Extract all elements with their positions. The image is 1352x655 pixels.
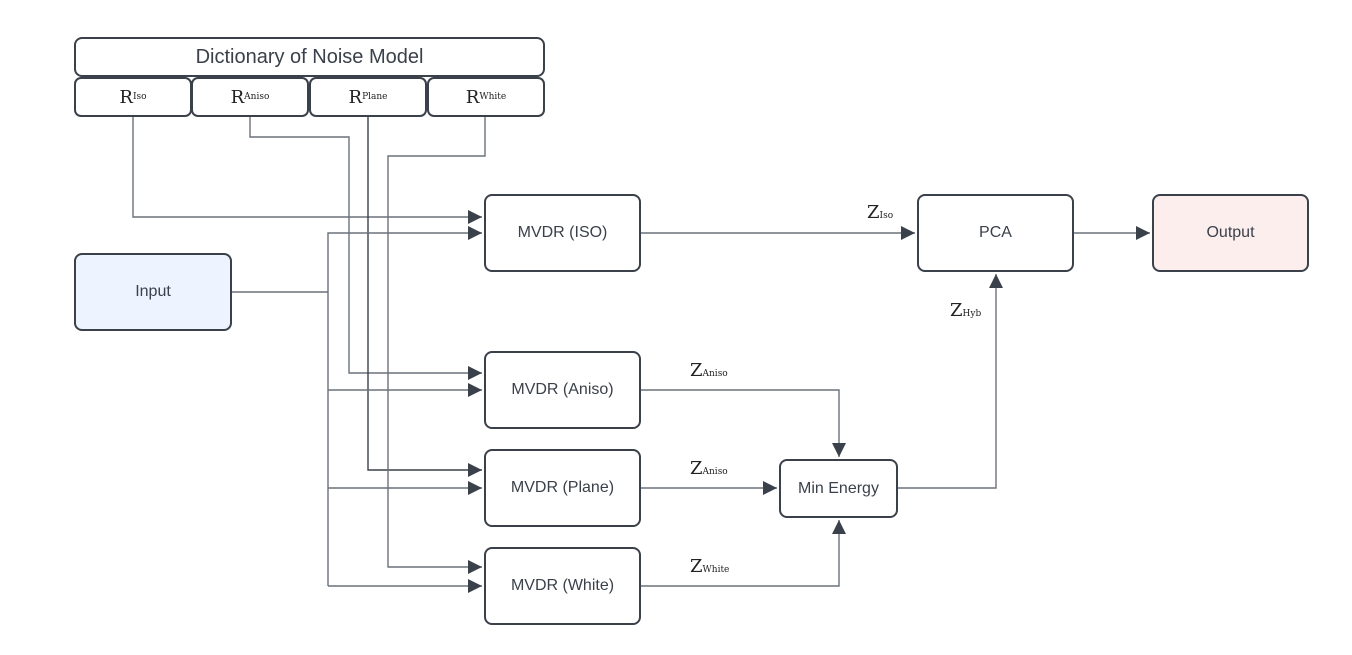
output-label: Output (1206, 224, 1255, 241)
z-main: Z (690, 556, 703, 577)
edge-input-to-mvdr-iso (327, 226, 482, 586)
z-sub: Aniso (702, 369, 728, 379)
pca-node: PCA (917, 194, 1074, 272)
z-main: Z (867, 202, 880, 223)
edge-riso-to-mvdr-iso (132, 117, 482, 224)
min-energy-label: Min Energy (798, 479, 879, 497)
edge-mvdr-aniso-to-min-energy (641, 389, 846, 457)
mvdr-iso-node: MVDR (ISO) (484, 194, 641, 272)
edge-label-z-aniso: ZAniso (690, 360, 728, 381)
output-node: Output (1152, 194, 1309, 272)
min-energy-node: Min Energy (779, 459, 898, 518)
z-sub: Iso (879, 211, 894, 221)
z-sub: Aniso (702, 467, 728, 477)
mvdr-plane-node: MVDR (Plane) (484, 449, 641, 527)
mvdr-plane-label: MVDR (Plane) (510, 479, 615, 496)
z-main: Z (690, 458, 703, 479)
r-sub: Iso (132, 92, 147, 102)
edge-label-z-white: ZWhite (690, 556, 729, 577)
edge-min-energy-to-pca (898, 274, 1003, 489)
r-main: R (119, 86, 133, 108)
z-main: Z (690, 360, 703, 381)
mvdr-white-node: MVDR (White) (484, 547, 641, 625)
z-sub: Hyb (962, 309, 982, 319)
pca-label: PCA (979, 224, 1012, 241)
z-sub: White (702, 565, 730, 575)
r-main: R (230, 86, 245, 108)
edge-mvdr-white-to-min-energy (641, 520, 846, 587)
dictionary-title: Dictionary of Noise Model (195, 45, 424, 68)
input-node: Input (74, 253, 232, 331)
dictionary-title-box: Dictionary of Noise Model (74, 37, 545, 77)
mvdr-aniso-label: MVDR (Aniso) (511, 381, 614, 398)
mvdr-aniso-node: MVDR (Aniso) (484, 351, 641, 429)
r-sub: Aniso (244, 92, 270, 102)
r-sub: White (479, 92, 507, 102)
r-main: R (465, 86, 480, 108)
edge-raniso-to-mvdr-aniso (249, 117, 482, 380)
edge-label-z-iso: ZIso (867, 202, 893, 223)
mvdr-iso-label: MVDR (ISO) (517, 224, 608, 241)
r-sub: Plane (362, 92, 388, 102)
edge-rwhite-to-mvdr-white (387, 117, 486, 574)
mvdr-white-label: MVDR (White) (510, 577, 615, 594)
r-main: R (348, 86, 363, 108)
edge-rplane-to-mvdr-plane (367, 117, 482, 477)
input-label: Input (135, 283, 171, 300)
edge-label-z-hyb: ZHyb (950, 300, 981, 321)
edge-label-z-plane: ZAniso (690, 458, 728, 479)
z-main: Z (950, 300, 963, 321)
